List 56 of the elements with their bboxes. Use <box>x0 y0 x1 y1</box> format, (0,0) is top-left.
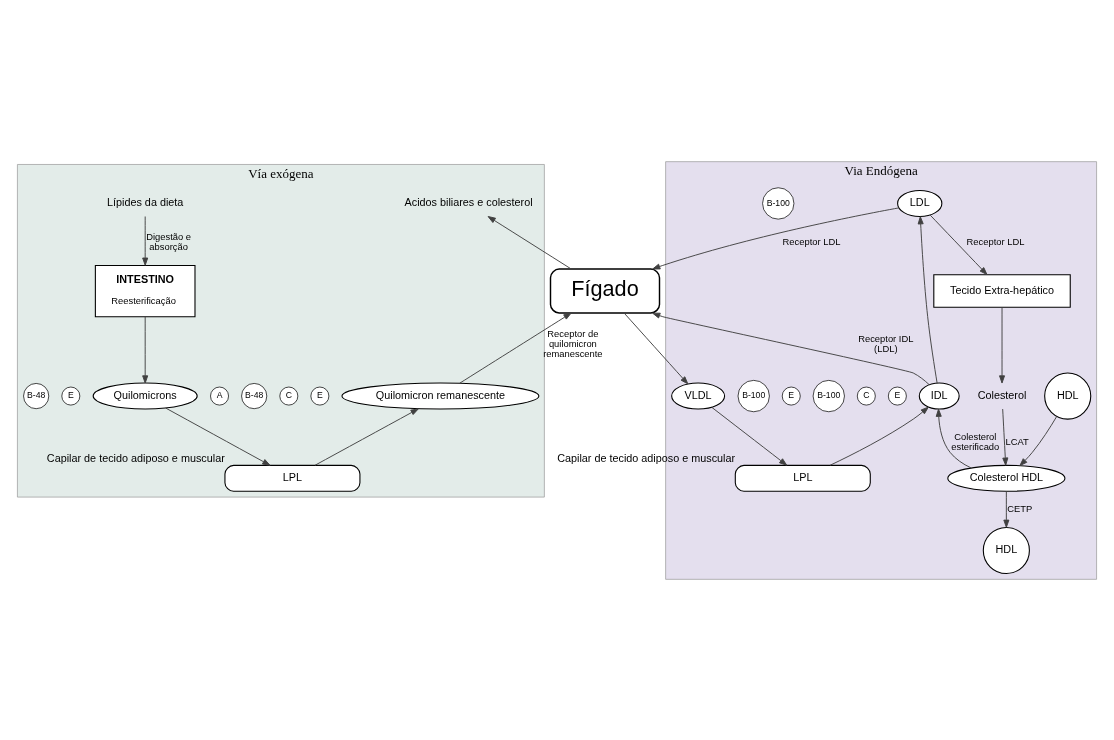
node-circle: HDL <box>982 526 1030 574</box>
node-ellipse: IDL <box>918 382 960 410</box>
node-box: Fígado <box>549 267 661 314</box>
node-circle: B-100 <box>812 379 845 412</box>
node-circle: E <box>781 386 801 405</box>
node-circle: C <box>279 386 299 405</box>
node-ellipse: Quilomicrons <box>92 382 198 410</box>
node-circle: E <box>61 386 81 405</box>
node-circle: B-48 <box>241 382 268 409</box>
node-circle: B-100 <box>762 186 795 219</box>
arrow <box>487 215 572 269</box>
node-circle: HDL <box>1044 371 1092 420</box>
arrow <box>652 312 930 385</box>
edge-label: Receptor IDL (LDL) <box>858 333 914 354</box>
arrow <box>623 312 689 384</box>
node-box: INTESTINO Reesterificação <box>94 264 196 317</box>
node-circle: B-48 <box>23 382 50 409</box>
edge-label: Receptor de quilomicron remanescente <box>543 328 603 359</box>
arrow <box>1002 408 1009 466</box>
arrow <box>459 312 572 384</box>
arrow <box>652 206 900 269</box>
node-box: LPL <box>224 464 361 492</box>
edge-label: Digestão e absorção <box>146 231 192 252</box>
node-box: LPL <box>734 464 871 492</box>
node-text: Acidos biliares e colesterol <box>404 195 533 208</box>
arrow <box>829 406 929 466</box>
arrow <box>1003 490 1010 528</box>
node-ellipse: VLDL <box>671 382 726 410</box>
node-circle: E <box>310 386 330 405</box>
node-text: Lípides da dieta <box>107 195 184 208</box>
arrow <box>142 315 149 383</box>
node-ellipse: Colesterol HDL <box>947 464 1066 492</box>
node-text: Colesterol <box>977 388 1027 401</box>
arrow <box>929 214 988 275</box>
arrow <box>165 407 271 466</box>
edge-label: Receptor LDL <box>782 236 841 247</box>
node-label: Capilar de tecido adiposo e muscular <box>557 451 736 464</box>
arrow <box>142 215 149 266</box>
arrow <box>935 408 972 468</box>
edge-label: Receptor LDL <box>966 236 1025 247</box>
edge-label: CETP <box>1007 503 1033 514</box>
edge-label: LCAT <box>1005 436 1029 447</box>
edge-label: Colesterol esterificado <box>951 431 1000 452</box>
arrow <box>1019 415 1058 466</box>
arrow <box>314 407 419 466</box>
node-circle: B-100 <box>737 379 770 412</box>
arrow <box>917 215 938 384</box>
node-circle: A <box>210 386 229 405</box>
node-ellipse: LDL <box>897 189 943 217</box>
node-circle: E <box>887 386 907 405</box>
arrow <box>999 306 1005 383</box>
node-box: Tecido Extra-hepático <box>933 273 1071 308</box>
arrow <box>711 406 788 466</box>
node-ellipse: Quilomicron remanescente <box>341 382 540 410</box>
node-circle: C <box>856 386 876 405</box>
node-label: Capilar de tecido adiposo e muscular <box>46 451 225 464</box>
